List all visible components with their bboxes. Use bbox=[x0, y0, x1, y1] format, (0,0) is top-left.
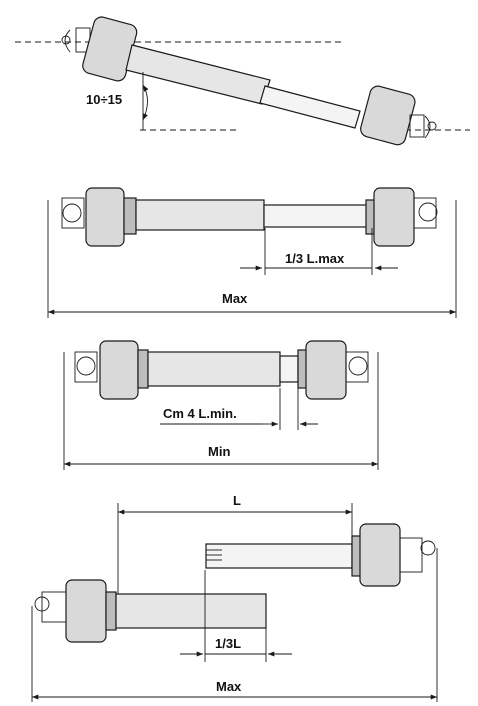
left-fork-pin bbox=[61, 29, 71, 53]
right-fork-pin bbox=[418, 202, 438, 222]
clearance-label: Cm 4 L.min. bbox=[163, 406, 237, 421]
left-collar bbox=[105, 591, 117, 631]
outer-tube bbox=[135, 199, 265, 231]
angle-label: 10÷15 bbox=[86, 92, 122, 107]
left-fork-bracket bbox=[61, 197, 85, 229]
inner-tube bbox=[263, 204, 373, 228]
left-fork-pin bbox=[76, 356, 96, 376]
min-label: Min bbox=[208, 444, 230, 459]
right-fork-pin bbox=[420, 540, 436, 556]
left-fork-bracket bbox=[41, 591, 67, 623]
left-collar bbox=[123, 197, 137, 235]
right-fork-bracket bbox=[399, 537, 423, 573]
l-label: L bbox=[233, 493, 241, 508]
right-yoke bbox=[305, 340, 347, 400]
left-collar bbox=[137, 349, 149, 389]
right-fork-bracket bbox=[409, 114, 425, 138]
figure-angle: 10÷15 bbox=[15, 16, 470, 146]
right-yoke bbox=[359, 523, 401, 587]
right-fork-pin bbox=[348, 356, 368, 376]
right-fork-bracket bbox=[345, 351, 369, 383]
inner-shaft bbox=[205, 543, 353, 569]
right-fork-pin bbox=[424, 115, 437, 139]
right-fork-bracket bbox=[413, 197, 437, 229]
outer-tube bbox=[147, 351, 281, 387]
max-label: Max bbox=[222, 291, 248, 306]
outer-tube bbox=[125, 44, 271, 105]
left-yoke bbox=[85, 187, 125, 247]
left-fork-pin bbox=[62, 203, 82, 223]
left-fork-pin bbox=[34, 596, 50, 612]
inner-tube-stub bbox=[279, 355, 299, 383]
inner-tube bbox=[259, 85, 361, 129]
right-yoke bbox=[373, 187, 415, 247]
overlap-label: 1/3 L.max bbox=[285, 251, 345, 266]
left-yoke bbox=[65, 579, 107, 643]
outer-tube bbox=[115, 593, 267, 629]
third-label: 1/3L bbox=[215, 636, 241, 651]
angle-arc bbox=[142, 84, 149, 121]
max-label: Max bbox=[216, 679, 242, 694]
figure-min-length: Cm 4 L.min. Min bbox=[63, 340, 379, 470]
figure-mounting: L 1/3L Max bbox=[31, 493, 438, 702]
figure-max-extension: 1/3 L.max Max bbox=[47, 187, 457, 318]
left-yoke bbox=[82, 16, 138, 82]
spline-lines bbox=[206, 549, 222, 561]
left-yoke bbox=[99, 340, 139, 400]
right-yoke bbox=[360, 85, 416, 146]
left-fork-bracket bbox=[74, 351, 98, 383]
